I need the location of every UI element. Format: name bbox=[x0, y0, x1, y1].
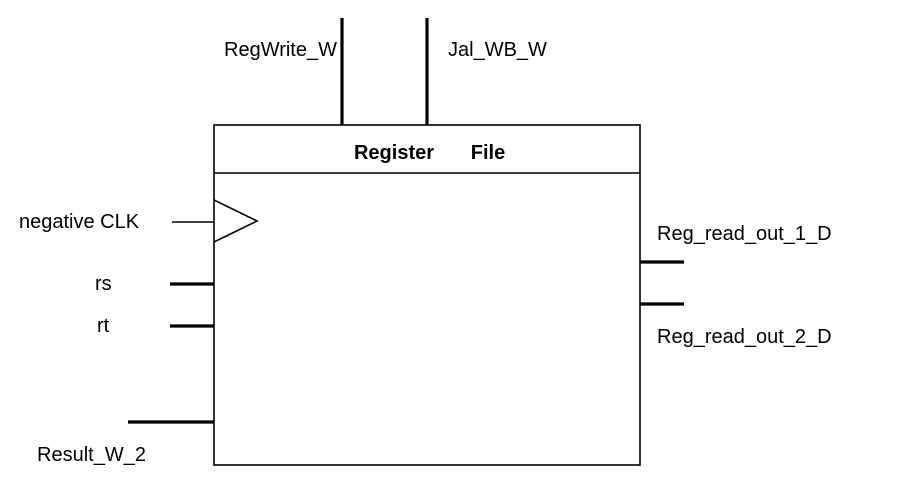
result-label: Result_W_2 bbox=[37, 444, 146, 466]
clock-input: negative CLK bbox=[19, 199, 259, 243]
jal-label: Jal_WB_W bbox=[448, 39, 547, 61]
out1-label: Reg_read_out_1_D bbox=[657, 223, 832, 245]
read-outputs: Reg_read_out_1_D Reg_read_out_2_D bbox=[640, 223, 832, 348]
top-inputs: RegWrite_W Jal_WB_W bbox=[224, 18, 547, 125]
out2-label: Reg_read_out_2_D bbox=[657, 326, 832, 348]
register-file-body bbox=[213, 124, 641, 466]
clock-label: negative CLK bbox=[19, 211, 140, 233]
clock-edge-triangle bbox=[213, 199, 259, 243]
rt-label: rt bbox=[97, 315, 110, 337]
write-data-input: Result_W_2 bbox=[37, 420, 214, 466]
register-file-title-left: Register bbox=[354, 142, 434, 164]
register-file-block: Register File bbox=[213, 124, 641, 466]
address-inputs: rs rt bbox=[95, 273, 214, 337]
rs-label: rs bbox=[95, 273, 112, 295]
regwrite-label: RegWrite_W bbox=[224, 39, 337, 61]
register-file-title-right: File bbox=[471, 142, 505, 164]
